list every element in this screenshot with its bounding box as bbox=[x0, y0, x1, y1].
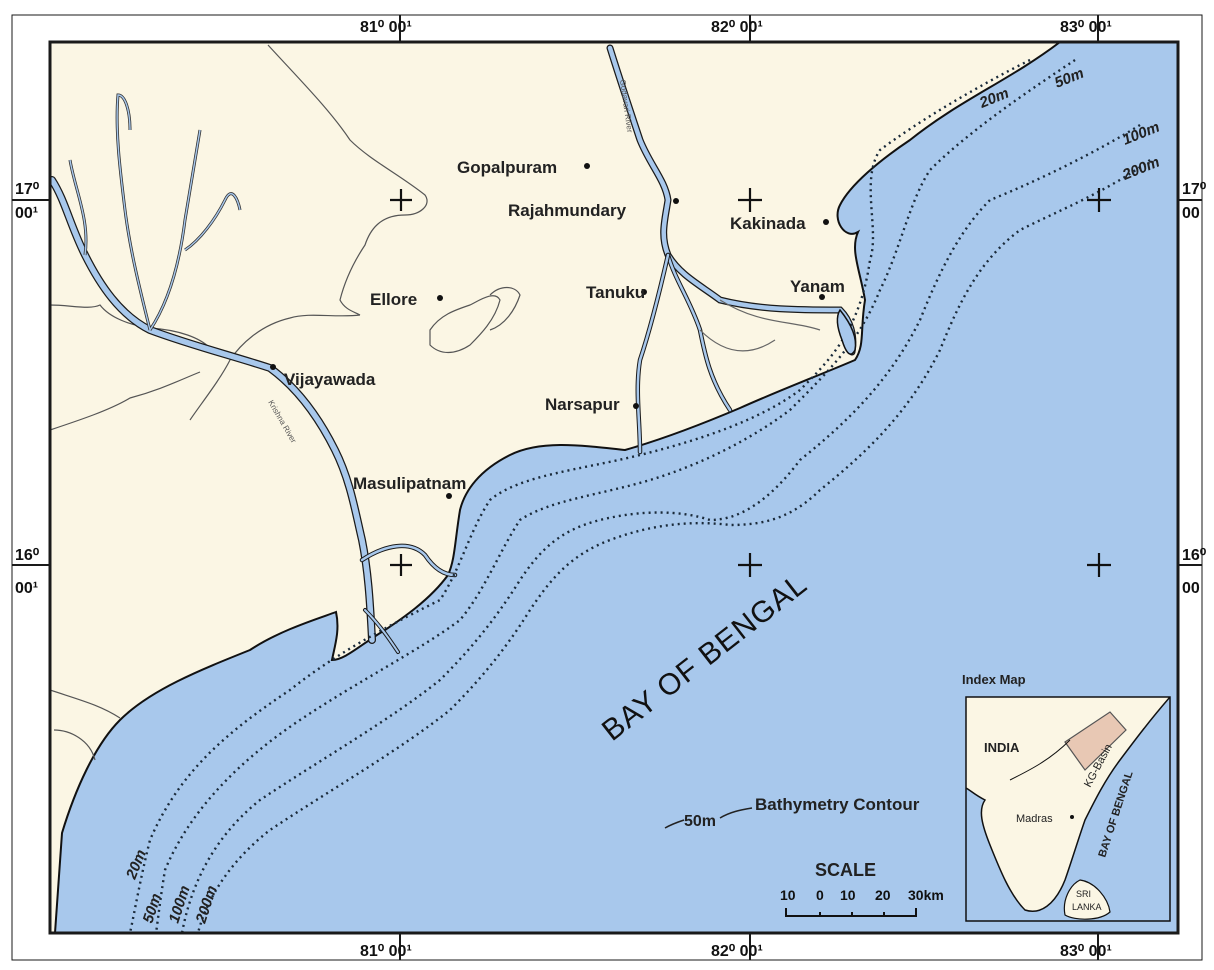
lat-label-left-16-min: 00¹ bbox=[15, 580, 38, 597]
town-kakinada: Kakinada bbox=[730, 214, 806, 233]
lon-label-bottom-82: 82⁰ 00¹ bbox=[711, 943, 763, 960]
index-map: Index Map INDIA KG-Basin Madras BAY OF B… bbox=[962, 672, 1171, 922]
lat-label-right-17-min: 00 bbox=[1182, 205, 1200, 222]
town-narsapur: Narsapur bbox=[545, 395, 620, 414]
lon-label-top-81: 81⁰ 00¹ bbox=[360, 19, 412, 36]
estuary-lagoon bbox=[836, 308, 857, 355]
contour-50m bbox=[154, 59, 1076, 933]
scale-tick-10-left: 10 bbox=[780, 887, 796, 903]
scale-tick-10: 10 bbox=[840, 887, 856, 903]
map-frame bbox=[48, 40, 1180, 935]
index-map-island-line1: SRI bbox=[1076, 889, 1091, 899]
scale-title: SCALE bbox=[815, 860, 876, 880]
legend-line-left bbox=[664, 819, 685, 829]
scale-tick-20: 20 bbox=[875, 887, 891, 903]
town-masulipatnam: Masulipatnam bbox=[353, 474, 466, 493]
krishna-river bbox=[50, 93, 458, 654]
town-tanuku: Tanuku bbox=[586, 283, 645, 302]
graticule-ticks bbox=[12, 15, 1202, 960]
lon-label-top-83: 83⁰ 00¹ bbox=[1060, 19, 1112, 36]
lat-label-right-16-deg: 16⁰ bbox=[1182, 547, 1207, 564]
town-vijayawada: Vijayawada bbox=[284, 370, 376, 389]
bathymetry-contours bbox=[128, 58, 1151, 933]
lat-label-right-16-min: 00 bbox=[1182, 580, 1200, 597]
index-map-city: Madras bbox=[1016, 813, 1053, 825]
contour-20m bbox=[128, 58, 1031, 933]
scale-bar: SCALE 10 0 10 20 30km bbox=[780, 860, 944, 917]
index-map-country: INDIA bbox=[984, 740, 1020, 755]
index-map-title: Index Map bbox=[962, 672, 1026, 687]
index-map-sri-lanka bbox=[1063, 879, 1111, 920]
legend-label: Bathymetry Contour bbox=[755, 795, 920, 814]
town-rajahmundary: Rajahmundary bbox=[508, 201, 627, 220]
town-ellore: Ellore bbox=[370, 290, 417, 309]
lat-label-left-17-deg: 17⁰ bbox=[15, 181, 40, 198]
lon-label-bottom-81: 81⁰ 00¹ bbox=[360, 943, 412, 960]
town-gopalpuram: Gopalpuram bbox=[457, 158, 557, 177]
index-map-island-line2: LANKA bbox=[1072, 902, 1102, 912]
land-area bbox=[50, 42, 1062, 933]
scale-tick-0: 0 bbox=[816, 887, 824, 903]
lon-label-top-82: 82⁰ 00¹ bbox=[711, 19, 763, 36]
index-map-kg-basin bbox=[1064, 711, 1127, 771]
town-yanam: Yanam bbox=[790, 277, 845, 296]
contour-100m bbox=[180, 123, 1141, 933]
scale-tick-30km: 30km bbox=[908, 887, 944, 903]
godavari-river bbox=[606, 44, 857, 455]
town-markers bbox=[270, 163, 829, 499]
index-map-india bbox=[966, 697, 1170, 912]
lat-label-left-16-deg: 16⁰ bbox=[15, 547, 40, 564]
legend-line-right bbox=[719, 807, 753, 819]
graticule-crosses bbox=[390, 188, 1111, 577]
lat-label-left-17-min: 00¹ bbox=[15, 205, 38, 222]
outer-border bbox=[11, 14, 1203, 961]
lat-label-right-17-deg: 17⁰ bbox=[1182, 181, 1207, 198]
legend-sample-depth: 50m bbox=[684, 813, 716, 830]
district-boundaries bbox=[50, 44, 521, 761]
contour-200m bbox=[196, 159, 1151, 933]
bathymetry-legend: 50m Bathymetry Contour bbox=[664, 795, 920, 830]
lon-label-bottom-83: 83⁰ 00¹ bbox=[1060, 943, 1112, 960]
